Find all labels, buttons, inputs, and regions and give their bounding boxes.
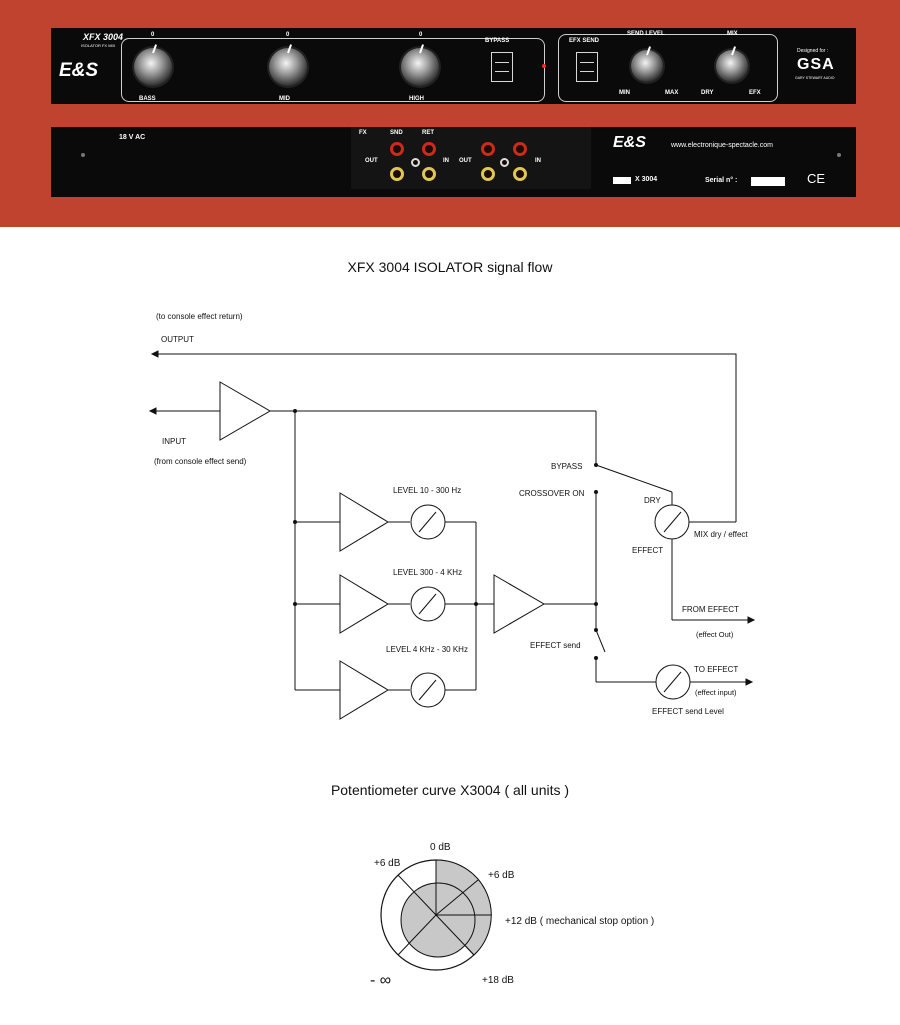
mix-efx-label: EFX: [749, 90, 761, 96]
front-panel: XFX 3004 ISOLATOR FX MIX E&S 0 BASS 0 MI…: [51, 28, 856, 104]
from-effect-label: FROM EFFECT: [682, 605, 739, 614]
ret-jack[interactable]: [422, 142, 436, 156]
efx-send-switch[interactable]: [576, 52, 598, 82]
in1-label: IN: [443, 158, 449, 164]
effect-send-switch-lever: [595, 629, 606, 653]
bypass-label: BYPASS: [551, 462, 583, 471]
signal-flow-title: XFX 3004 ISOLATOR signal flow: [347, 259, 553, 275]
mid-zero-label: 0: [286, 32, 290, 38]
output-label: OUTPUT: [161, 335, 194, 344]
in2-label: IN: [535, 158, 541, 164]
high-label: HIGH: [409, 96, 424, 102]
screw: [837, 153, 841, 157]
model-label: XFX 3004: [83, 32, 124, 42]
send-level-label: SEND LEVEL: [627, 31, 665, 37]
pot-curve-graphic: [380, 859, 492, 971]
bass-knob[interactable]: [134, 48, 172, 86]
amp-mid: [339, 574, 389, 634]
pot-curve-title: Potentiometer curve X3004 ( all units ): [330, 782, 570, 798]
rear-brand-logo: E&S: [613, 134, 646, 151]
screw: [81, 153, 85, 157]
gsa-logo: GSA: [797, 56, 835, 73]
ret2-jack[interactable]: [513, 142, 527, 156]
out2-label: OUT: [459, 158, 472, 164]
high-zero-label: 0: [419, 32, 423, 38]
snd2-jack[interactable]: [481, 142, 495, 156]
dry-label: DRY: [644, 496, 661, 505]
level-mid-label: LEVEL 300 - 4 KHz: [393, 568, 463, 577]
effect-label: EFFECT: [632, 546, 664, 555]
serial-label: Serial n° :: [705, 177, 738, 184]
input-amp: [219, 381, 271, 441]
ground2-screw: [500, 158, 509, 167]
amp-high: [339, 660, 389, 720]
out1-jack[interactable]: [390, 167, 404, 181]
effect-send-label: EFFECT send: [530, 641, 581, 650]
plus12-label: +12 dB ( mechanical stop option ): [505, 916, 655, 927]
brand-logo: E&S: [59, 60, 99, 81]
output-arrow: [150, 350, 159, 358]
mid-label: MID: [279, 96, 290, 102]
device-photo-area: XFX 3004 ISOLATOR FX MIX E&S 0 BASS 0 MI…: [0, 0, 900, 227]
rear-model-label: X 3004: [635, 176, 658, 183]
website-label: www.electronique-spectacle.com: [671, 142, 773, 149]
effect-out-label: (effect Out): [696, 630, 734, 639]
snd-label: SND: [390, 130, 403, 136]
led-indicator: [542, 64, 546, 68]
model-subtitle: ISOLATOR FX MIX: [81, 43, 116, 48]
mix-knob[interactable]: [716, 50, 748, 82]
mix-label: MIX dry / effect: [694, 530, 748, 539]
bass-zero-label: 0: [151, 32, 155, 38]
efx-send-label: EFX SEND: [569, 38, 600, 44]
designed-for-label: Designed for :: [797, 48, 829, 54]
send-level-knob[interactable]: [631, 50, 663, 82]
level-high-label: LEVEL 4 KHz - 30 KHz: [386, 645, 468, 654]
effect-input-label: (effect input): [695, 688, 737, 697]
sum-amp: [493, 574, 545, 634]
in2-jack[interactable]: [513, 167, 527, 181]
plus6-left-label: +6 dB: [374, 858, 401, 869]
plus18-label: +18 dB: [482, 975, 514, 986]
out1-label: OUT: [365, 158, 378, 164]
snd-jack[interactable]: [390, 142, 404, 156]
serial-box: [751, 177, 785, 186]
crossover-on-label: CROSSOVER ON: [519, 489, 585, 498]
minus-infinity-label: - ∞: [370, 972, 392, 989]
output-line: [152, 353, 737, 505]
level-low-label: LEVEL 10 - 300 Hz: [393, 486, 462, 495]
model-box: [613, 177, 631, 184]
eq-section-outline: [121, 38, 545, 102]
zero-db-label: 0 dB: [430, 842, 451, 853]
effect-send-level-label: EFFECT send Level: [652, 707, 724, 716]
plus6-right-label: +6 dB: [488, 870, 515, 881]
out2-jack[interactable]: [481, 167, 495, 181]
mix-label: MIX: [727, 31, 738, 37]
efx-section-outline: [558, 34, 778, 102]
gsa-caption: GARY STEWART AUDIO: [795, 76, 835, 80]
ground-screw: [411, 158, 420, 167]
bypass-switch-lever: [595, 464, 673, 493]
to-console-label: (to console effect return): [156, 312, 243, 321]
input-label: INPUT: [162, 437, 186, 446]
input-arrow: [148, 407, 157, 415]
send-max-label: MAX: [665, 90, 679, 96]
send-min-label: MIN: [619, 90, 630, 96]
mid-knob[interactable]: [269, 48, 307, 86]
power-label: 18 V AC: [119, 134, 146, 141]
bass-label: BASS: [139, 96, 156, 102]
amp-low: [339, 492, 389, 552]
mix-dry-label: DRY: [701, 90, 714, 96]
high-knob[interactable]: [401, 48, 439, 86]
from-console-label: (from console effect send): [154, 457, 247, 466]
out1b-jack[interactable]: [422, 167, 436, 181]
bypass-switch[interactable]: [491, 52, 513, 82]
fx-label: FX: [359, 130, 367, 136]
bypass-label: BYPASS: [485, 38, 510, 44]
ce-mark: CE: [807, 171, 826, 186]
rear-panel: 18 V AC FX SND RET OUT IN OUT IN E&S www…: [51, 127, 856, 197]
ret-label: RET: [422, 130, 434, 136]
to-effect-label: TO EFFECT: [694, 665, 739, 674]
